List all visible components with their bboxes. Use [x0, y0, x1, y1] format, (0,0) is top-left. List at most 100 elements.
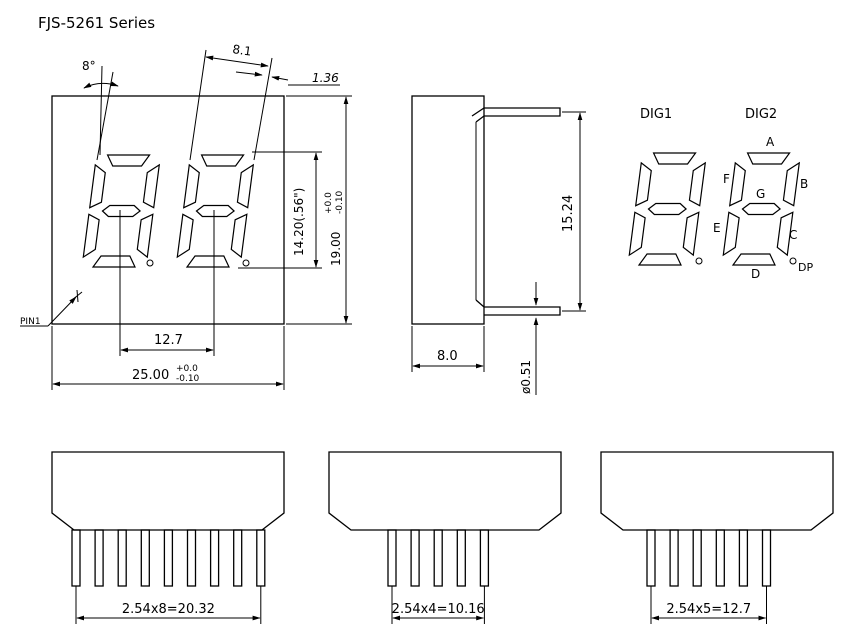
segw-arrow-right [271, 75, 289, 81]
pin [738, 529, 749, 587]
pin [692, 529, 702, 587]
segment-a [106, 154, 151, 167]
segment-b [142, 163, 161, 209]
segw-arrow-left [235, 71, 263, 77]
pitch-ext-left [189, 49, 207, 161]
segment-c [776, 211, 794, 257]
segment-b [782, 161, 801, 207]
pin-view-2: 2.54x4=10.16 [328, 451, 562, 624]
pin-view-body [600, 451, 834, 531]
side-pin-top [471, 107, 561, 117]
dig2-label: DIG2 [745, 107, 777, 122]
pin [71, 529, 81, 587]
angle-label: 8° [82, 59, 96, 73]
pin [256, 529, 266, 587]
depth-label: 8.0 [437, 349, 458, 364]
pin [761, 529, 772, 587]
dia-label: ø0.51 [519, 360, 533, 394]
segment-map: DIG1 DIG2 A B C D E F G DP [628, 107, 813, 281]
width-label: 25.00 [132, 368, 169, 383]
segment-g [195, 204, 236, 218]
body-height-tol-minus: -0.10 [335, 190, 345, 214]
seg-f-label: F [723, 172, 730, 186]
pin [140, 529, 150, 587]
segment-a [746, 152, 791, 165]
segment-f [634, 161, 652, 207]
segment-d [731, 253, 776, 266]
front-view: 8° 8.1 1.36 14.20(.56") 19.00 +0.0 -0.10… [20, 42, 352, 390]
pin [669, 529, 679, 587]
id-dp-1 [695, 257, 703, 265]
segment-d [185, 255, 230, 268]
pin-view-3: 2.54x5=12.7 [600, 451, 834, 624]
segment-f [88, 163, 106, 209]
seg-g-label: G [756, 187, 765, 201]
segment-a [652, 152, 697, 165]
drawing-title: FJS-5261 Series [38, 14, 155, 32]
pinlen-label: 15.24 [561, 195, 576, 232]
pin [715, 529, 725, 587]
segment-d [91, 255, 136, 268]
pin [186, 529, 197, 587]
pin-dim-label: 2.54x5=12.7 [666, 602, 751, 617]
side-body-outline [411, 95, 485, 325]
pin [387, 529, 397, 587]
body-height-label: 19.00 [329, 232, 343, 266]
segment-a [200, 154, 245, 167]
pin [433, 529, 443, 587]
front-digit-2 [176, 154, 255, 268]
pitch-ext-right [253, 57, 273, 161]
pin [163, 529, 174, 587]
segment-d [637, 253, 682, 266]
seg-c-label: C [789, 228, 797, 242]
segment-g [647, 202, 688, 216]
char-height-label: 14.20(.56") [292, 188, 306, 256]
pin-dim-label: 2.54x4=10.16 [392, 602, 485, 617]
pin-dim-label: 2.54x8=20.32 [122, 602, 215, 617]
segment-b [688, 161, 707, 207]
pin [117, 529, 127, 587]
pin1-leader [47, 296, 77, 327]
segment-f [728, 161, 746, 207]
side-pin-top-bevel [475, 115, 485, 123]
pin1-label: PIN1 [20, 317, 41, 327]
segment-e [722, 211, 740, 257]
pin-view-body [51, 451, 285, 531]
pin-views: 2.54x8=20.32 2.54x4=10.16 2.54x5=12.7 [51, 451, 834, 624]
pin1-mark-b [76, 289, 79, 303]
segment-g [741, 202, 782, 216]
width-tol-plus: +0.0 [176, 364, 198, 374]
segw-label: 1.36 [312, 71, 339, 85]
side-pin-bottom [475, 299, 561, 316]
front-digit-1 [82, 154, 161, 268]
id-digit-1 [628, 152, 707, 266]
angle-arc [83, 81, 119, 89]
pitch-dim-line [205, 55, 269, 68]
seg-e-label: E [713, 221, 721, 235]
dig1-label: DIG1 [640, 107, 672, 122]
segment-c [136, 213, 154, 259]
segment-f [182, 163, 200, 209]
side-view: 15.24 8.0 ø0.51 [411, 95, 586, 395]
segment-e [82, 213, 100, 259]
pin [233, 529, 243, 587]
front-body-outline [51, 95, 285, 325]
pin [94, 529, 104, 587]
pitch12-label: 12.7 [154, 333, 183, 348]
id-dp-2 [789, 257, 797, 265]
front-dp-1 [146, 259, 154, 267]
segment-e [628, 211, 646, 257]
pin [209, 529, 220, 587]
angle-ref-slant [96, 71, 114, 161]
seg-b-label: B [800, 177, 808, 191]
pin [479, 529, 490, 587]
id-digit-2 [722, 152, 801, 266]
body-height-tol-plus: +0.0 [324, 192, 334, 214]
segment-c [682, 211, 700, 257]
segment-b [236, 163, 255, 209]
segment-c [230, 213, 248, 259]
segment-e [176, 213, 194, 259]
segment-g [101, 204, 142, 218]
pin-view-1: 2.54x8=20.32 [51, 451, 285, 624]
